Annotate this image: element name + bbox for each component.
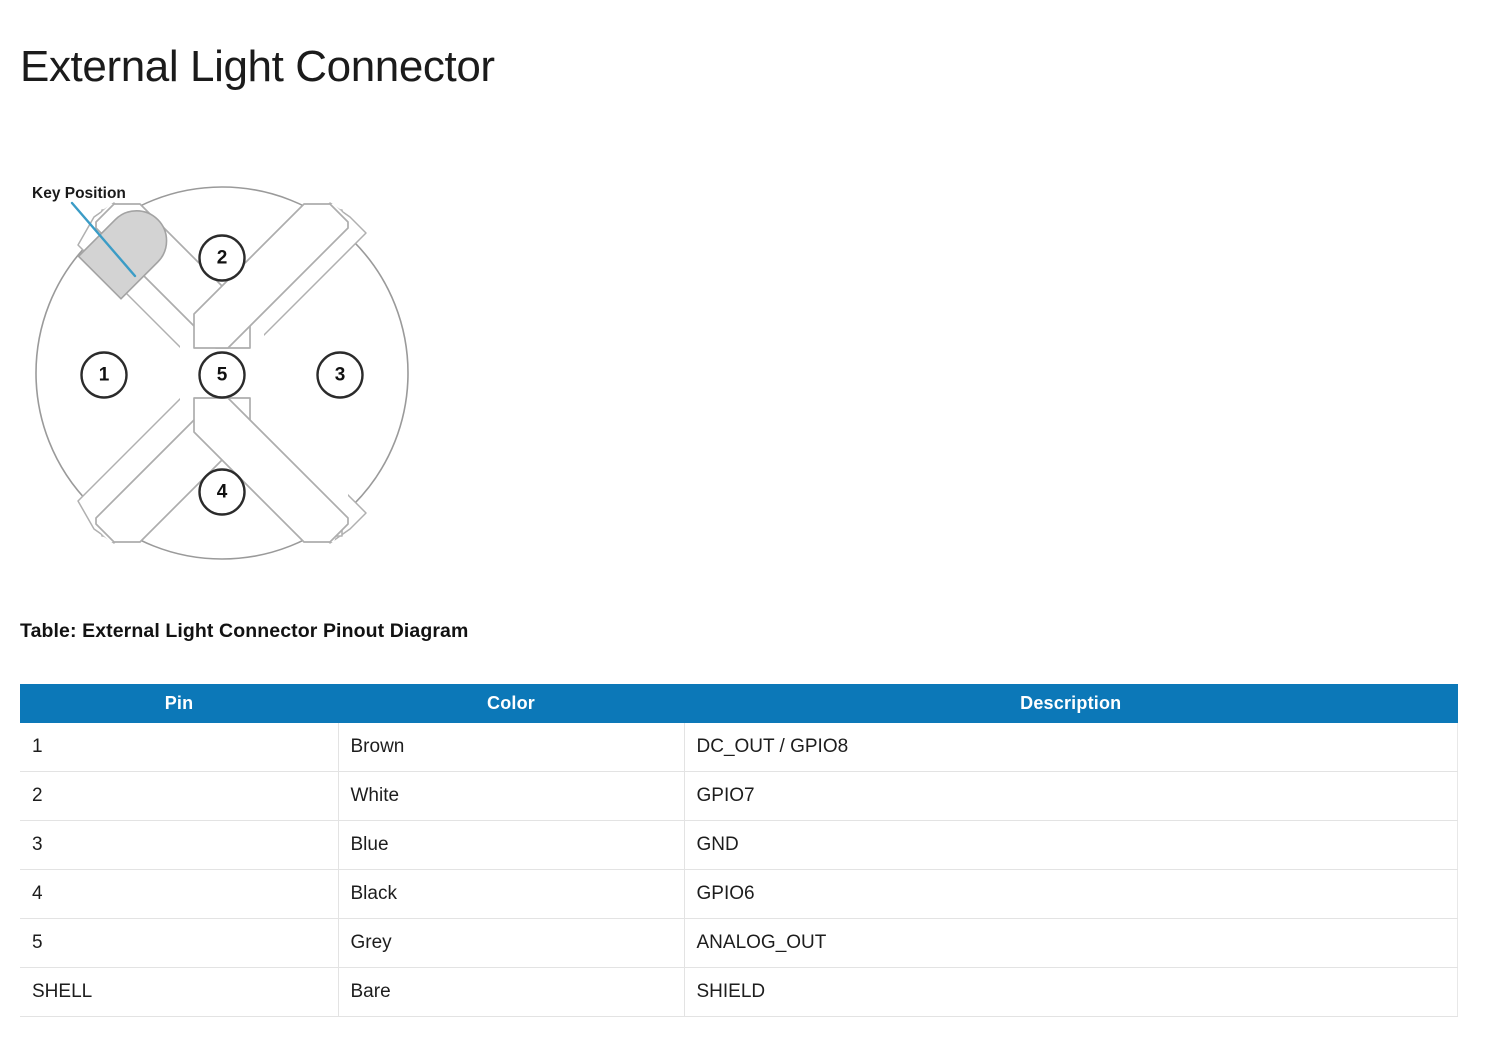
table-row: 5 Grey ANALOG_OUT (20, 918, 1458, 968)
table-caption: Table: External Light Connector Pinout D… (20, 620, 469, 642)
connector-diagram-figure: Key Position 1 2 3 4 5 (10, 160, 440, 580)
table-row: 1 Brown DC_OUT / GPIO8 (20, 723, 1458, 772)
pin-marker-1: 1 (80, 351, 128, 399)
cell-description: GPIO7 (684, 771, 1458, 821)
cell-description: GPIO6 (684, 869, 1458, 919)
connector-diagram-svg: Key Position 1 2 3 4 5 (32, 185, 409, 560)
cell-pin: 3 (20, 820, 339, 870)
pin-label-3: 3 (335, 365, 346, 386)
cell-pin: SHELL (20, 967, 339, 1017)
column-header-description: Description (684, 684, 1458, 723)
column-header-pin: Pin (20, 684, 338, 723)
column-header-color: Color (338, 684, 684, 723)
pin-label-5: 5 (217, 365, 228, 386)
cell-description: SHIELD (684, 967, 1458, 1017)
key-position-label: Key Position (32, 185, 126, 202)
pin-label-4: 4 (217, 482, 228, 503)
pin-markers: 1 2 3 4 5 (80, 234, 364, 516)
cell-color: Brown (338, 723, 685, 772)
table-header-row: Pin Color Description (20, 684, 1458, 723)
cell-pin: 5 (20, 918, 339, 968)
pin-label-1: 1 (99, 365, 110, 386)
cell-pin: 1 (20, 723, 339, 772)
cell-color: Blue (338, 820, 685, 870)
cell-pin: 2 (20, 771, 339, 821)
cell-pin: 4 (20, 869, 339, 919)
pin-label-2: 2 (217, 248, 228, 269)
page-title: External Light Connector (20, 42, 495, 92)
pin-marker-2: 2 (198, 234, 246, 282)
key-position-leader-line (70, 201, 137, 278)
cell-description: ANALOG_OUT (684, 918, 1458, 968)
table-row: 4 Black GPIO6 (20, 869, 1458, 919)
cell-color: Grey (338, 918, 685, 968)
cell-color: Black (338, 869, 685, 919)
cell-description: DC_OUT / GPIO8 (684, 723, 1458, 772)
cell-description: GND (684, 820, 1458, 870)
pin-marker-5: 5 (198, 351, 246, 399)
table-row: 2 White GPIO7 (20, 771, 1458, 821)
pin-marker-3: 3 (316, 351, 364, 399)
table-row: SHELL Bare SHIELD (20, 967, 1458, 1017)
cell-color: Bare (338, 967, 685, 1017)
table-row: 3 Blue GND (20, 820, 1458, 870)
cell-color: White (338, 771, 685, 821)
pinout-table: Pin Color Description 1 Brown DC_OUT / G… (20, 684, 1458, 1017)
pinout-table-container: Pin Color Description 1 Brown DC_OUT / G… (20, 684, 1458, 1017)
key-position-tab (77, 210, 168, 300)
pin-marker-4: 4 (198, 468, 246, 516)
